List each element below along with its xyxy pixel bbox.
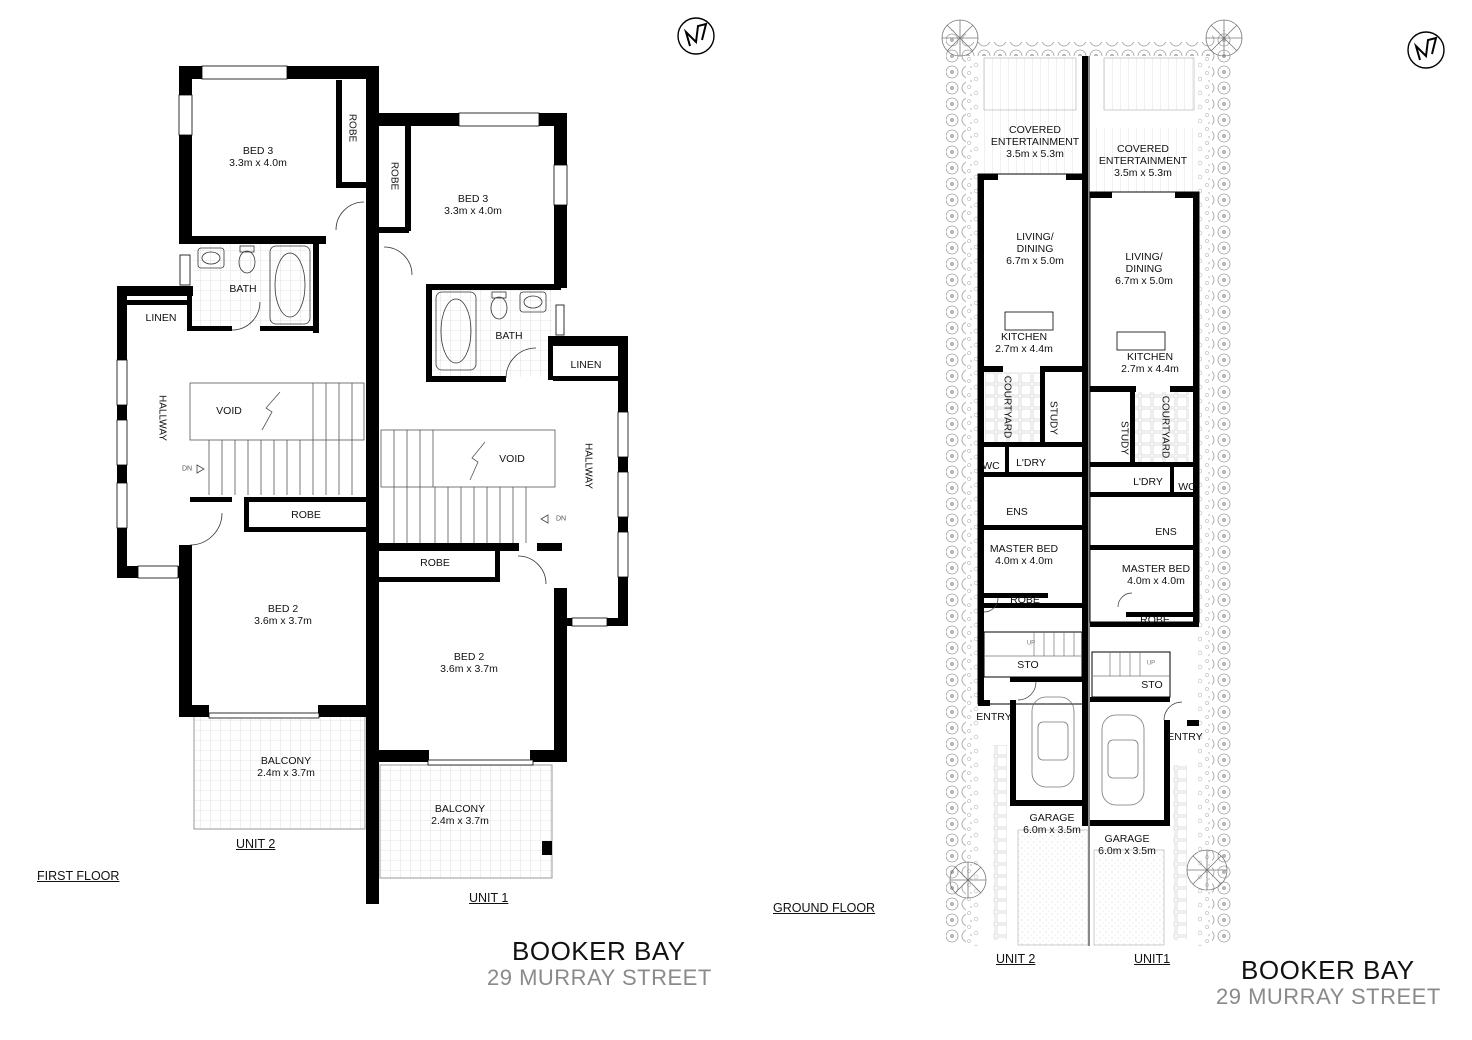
balcony-unit2 xyxy=(193,714,366,830)
toilet-icon xyxy=(238,250,256,274)
gf-u2-wc: WC xyxy=(982,460,1000,472)
balcony-unit1 xyxy=(379,764,553,879)
shrub-icon xyxy=(946,30,966,945)
gf-u1-ens: ENS xyxy=(1155,526,1177,538)
gf-u1-up: UP xyxy=(1146,660,1156,667)
ff-u1-bath: BATH xyxy=(495,330,523,342)
gf-u2-entry: ENTRY xyxy=(976,711,1012,723)
gf-u2-ens: ENS xyxy=(1006,506,1028,518)
ff-u1-void: VOID xyxy=(499,453,525,465)
ff-u1-dn: DN xyxy=(555,515,567,523)
north-arrow-icon xyxy=(677,17,715,55)
ff-u1-hallway: HALLWAY xyxy=(582,443,594,489)
ff-u2-robe-mid: ROBE xyxy=(291,509,321,521)
ff-u2-linen: LINEN xyxy=(145,312,177,324)
ff-u1-robe-mid: ROBE xyxy=(420,557,450,569)
gf-u1-courtyard: COURTYARD xyxy=(1159,395,1171,459)
sink-icon xyxy=(519,291,547,313)
ff-u1-linen: LINEN xyxy=(570,359,602,371)
gf-u1-sto: STO xyxy=(1141,679,1163,691)
bath-icon xyxy=(269,245,311,325)
stair-icon xyxy=(189,382,556,543)
ff-unit2-caption: UNIT 2 xyxy=(236,837,276,851)
first-floor-title: BOOKER BAY xyxy=(512,936,686,966)
ff-u2-bath: BATH xyxy=(229,283,257,295)
gf-unit2-caption: UNIT 2 xyxy=(996,952,1036,966)
gf-u2-sto: STO xyxy=(1017,659,1039,671)
ff-unit1-caption: UNIT 1 xyxy=(469,891,509,905)
first-floor-plan xyxy=(116,65,629,904)
first-floor-caption: FIRST FLOOR xyxy=(37,869,120,883)
bath-icon xyxy=(435,291,477,371)
gf-u1-wc: WC xyxy=(1178,481,1196,493)
ground-floor-plan xyxy=(946,30,1232,946)
gf-unit1-caption: UNIT1 xyxy=(1134,952,1171,966)
gf-u2-study: STUDY xyxy=(1047,401,1059,435)
gf-u2-up: UP xyxy=(1026,640,1036,647)
gf-u2-ldry: L'DRY xyxy=(1016,457,1046,469)
ground-floor-caption: GROUND FLOOR xyxy=(773,901,876,915)
door-swing-icon xyxy=(189,201,547,585)
ground-floor-title: BOOKER BAY xyxy=(1241,955,1415,985)
gf-u1-entry: ENTRY xyxy=(1167,731,1203,743)
shrub-icon xyxy=(941,19,1243,899)
gf-u1-ldry: L'DRY xyxy=(1133,476,1163,488)
gf-u2-courtyard: COURTYARD xyxy=(1001,375,1013,439)
first-floor-subtitle: 29 MURRAY STREET xyxy=(487,965,712,990)
north-arrow-icon xyxy=(1407,31,1445,69)
sink-icon xyxy=(197,247,225,269)
ff-u1-robe-top: ROBE xyxy=(388,161,400,191)
gf-u1-study: STUDY xyxy=(1118,421,1130,455)
ff-u2-hallway: HALLWAY xyxy=(156,395,168,441)
ff-u2-void: VOID xyxy=(216,405,242,417)
gf-u2-robe: ROBE xyxy=(1010,594,1040,606)
ff-u2-dn: DN xyxy=(181,465,193,473)
toilet-icon xyxy=(490,296,508,320)
car-icon xyxy=(1031,696,1145,806)
ground-floor-subtitle: 29 MURRAY STREET xyxy=(1216,984,1441,1009)
ff-u2-robe-top: ROBE xyxy=(346,113,358,143)
gf-u1-robe: ROBE xyxy=(1140,614,1170,626)
